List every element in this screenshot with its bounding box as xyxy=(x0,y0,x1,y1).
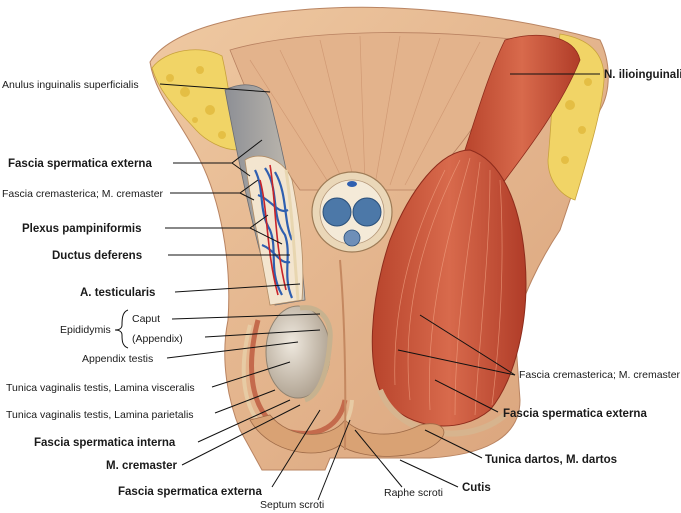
label-fascia-spermatica-externa-left: Fascia spermatica externa xyxy=(8,158,152,170)
label-anulus-inguinalis: Anulus inguinalis superficialis xyxy=(2,79,139,91)
label-epididymis: Epididymis xyxy=(60,324,111,336)
tunica-dartos-bottom xyxy=(249,414,445,457)
dorsal-vein xyxy=(347,181,357,187)
corpus-spongiosum xyxy=(343,229,361,247)
label-ductus-deferens: Ductus deferens xyxy=(52,250,142,262)
label-septum-scroti: Septum scroti xyxy=(260,499,324,511)
label-n-ilioinguinalis: N. ilioinguinalis xyxy=(604,69,681,81)
label-tunica-vaginalis-parietalis: Tunica vaginalis testis, Lamina parietal… xyxy=(6,409,194,421)
testicular-artery xyxy=(259,164,287,296)
corpus-cavernosum-left xyxy=(322,197,352,227)
label-appendix-testis: Appendix testis xyxy=(82,353,153,365)
label-fascia-spermatica-externa-bottom: Fascia spermatica externa xyxy=(118,486,262,498)
label-tunica-dartos: Tunica dartos, M. dartos xyxy=(485,454,617,466)
label-raphe-scroti: Raphe scroti xyxy=(384,487,443,499)
label-appendix-paren: (Appendix) xyxy=(132,333,183,345)
leader-lines xyxy=(159,73,600,501)
corpus-cavernosum-right xyxy=(352,197,382,227)
label-fascia-spermatica-externa-right: Fascia spermatica externa xyxy=(503,408,647,420)
epididymis-brace xyxy=(114,309,129,349)
septum-scroti-line xyxy=(339,259,347,451)
cremaster-fibers-right xyxy=(394,157,503,416)
label-plexus-pampiniformis: Plexus pampiniformis xyxy=(22,223,142,235)
left-epididymis xyxy=(299,305,333,403)
fascia-fibers xyxy=(249,35,481,186)
label-tunica-vaginalis-visceralis: Tunica vaginalis testis, Lamina visceral… xyxy=(6,382,195,394)
label-fascia-spermatica-interna: Fascia spermatica interna xyxy=(34,437,176,449)
label-cutis: Cutis xyxy=(462,482,491,494)
label-fascia-cremasterica-left: Fascia cremasterica; M. cremaster xyxy=(2,188,164,200)
label-caput: Caput xyxy=(132,313,160,325)
label-m-cremaster: M. cremaster xyxy=(106,460,177,472)
label-a-testicularis: A. testicularis xyxy=(80,287,155,299)
label-fascia-cremasterica-right: Fascia cremasterica; M. cremaster xyxy=(519,369,681,381)
pampiniform-plexus-veins xyxy=(254,167,294,299)
